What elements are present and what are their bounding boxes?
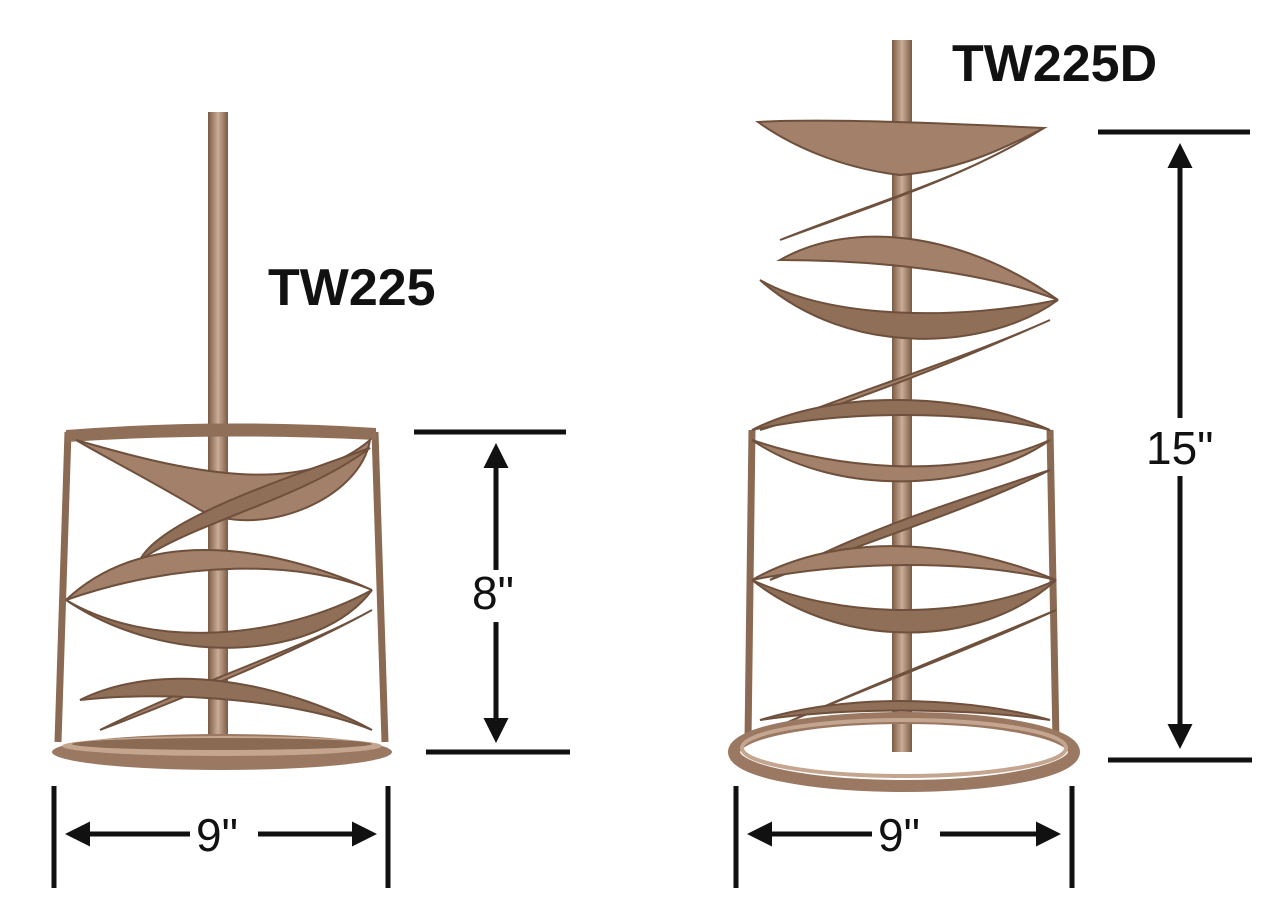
tw225-base-ring — [52, 734, 392, 770]
tw225-helix-blades — [65, 437, 373, 731]
tw225d-helix-blades — [751, 119, 1059, 731]
tw225-model-label: TW225 — [268, 259, 436, 317]
tw225d-cage-bars — [744, 429, 1060, 741]
tw225d-shaft — [892, 40, 912, 752]
tw225d-width-label: 9" — [874, 812, 924, 858]
tw225d-mixer — [728, 40, 1080, 792]
tw225-cage-bars — [54, 431, 389, 743]
tw225-height-label: 8" — [468, 570, 518, 616]
tw225-top-ring — [66, 423, 376, 442]
tw225d-height-label: 15" — [1142, 425, 1218, 471]
tw225d-base-ring — [728, 712, 1080, 792]
tw225-width-label: 9" — [192, 812, 242, 858]
dimension-lines — [51, 129, 1252, 888]
tw225d-model-label: TW225D — [952, 35, 1158, 93]
tw225-mixer — [52, 112, 392, 770]
